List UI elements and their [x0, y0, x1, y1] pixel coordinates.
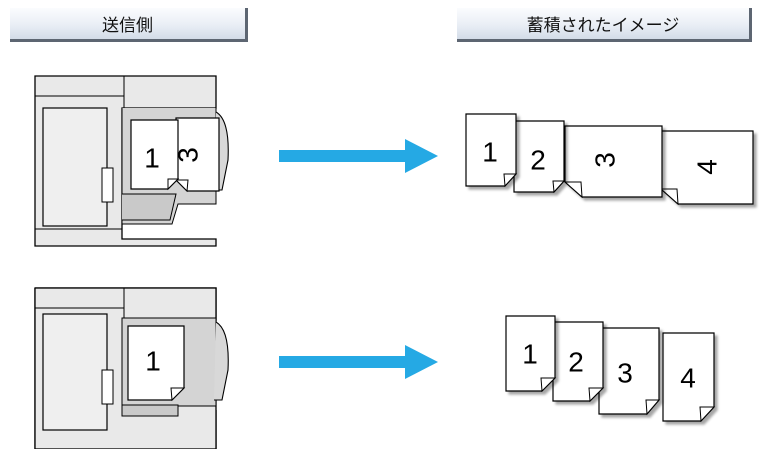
stored-page-2 — [513, 120, 566, 194]
stored-page-3 — [563, 125, 663, 199]
stored-page-label: 4 — [692, 159, 723, 175]
stored-page-2 — [552, 321, 605, 403]
stored-page-label: 2 — [530, 145, 546, 176]
send-side-label: 送信側 — [102, 16, 153, 36]
stored-page-label: 4 — [680, 363, 696, 394]
stored-image-label: 蓄積されたイメージ — [526, 16, 680, 36]
stored-page-label: 1 — [482, 137, 498, 168]
arrow-right-icon — [279, 345, 438, 379]
stored-page-4 — [662, 332, 716, 423]
stored-page-3 — [598, 327, 661, 416]
send-side-header: 送信側 — [10, 8, 248, 42]
scanner-page-label: 3 — [173, 147, 204, 163]
stored-page-label: 1 — [522, 339, 538, 370]
scanner-page-3: 3 — [173, 117, 220, 193]
stored-page-label: 2 — [568, 347, 584, 378]
scanner-page-label: 1 — [145, 346, 161, 377]
scanner-page-label: 1 — [144, 143, 160, 174]
stored-page-label: 3 — [617, 358, 633, 389]
stored-page-1 — [465, 113, 518, 188]
stored-page-label: 3 — [590, 152, 621, 168]
stored-page-1 — [505, 315, 557, 393]
scanner-page-1: 1 — [127, 325, 186, 402]
arrow-right-icon — [279, 139, 438, 173]
scanner-page-1: 1 — [130, 119, 180, 191]
stored-image-header: 蓄積されたイメージ — [457, 8, 752, 42]
